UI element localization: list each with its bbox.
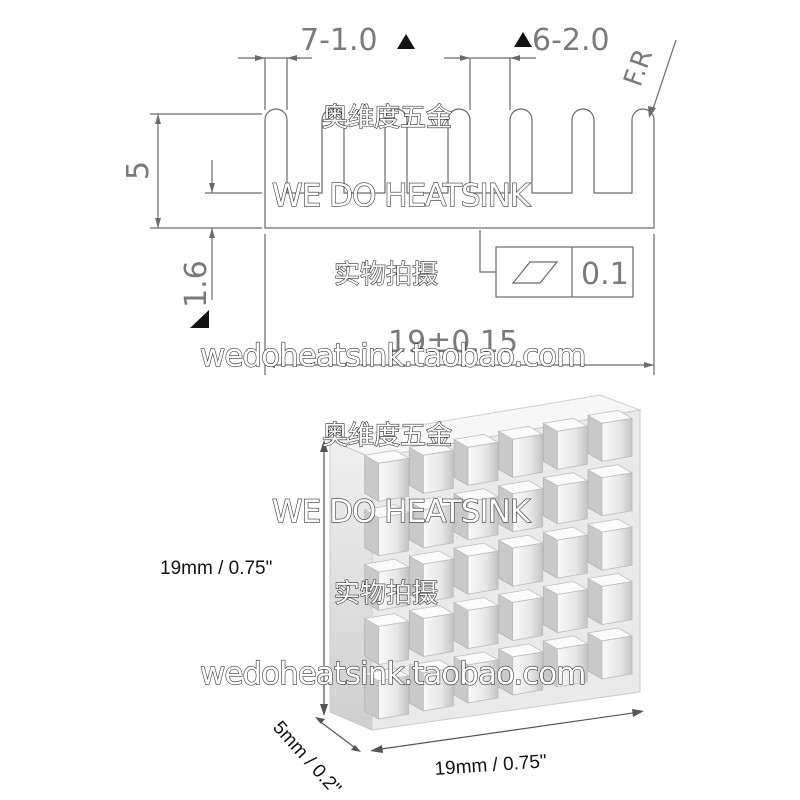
- heatsink-fin: [556, 589, 588, 634]
- heatsink-fin: [467, 496, 499, 541]
- heatsink-fin: [556, 480, 588, 525]
- heatsink-profile: [264, 108, 655, 229]
- heatsink-fin: [556, 643, 588, 688]
- heatsink-fin: [422, 449, 454, 494]
- heatsink-fin: [601, 526, 633, 571]
- heatsink-fin: [512, 651, 544, 696]
- watermark-shop-cn: 奥维度五金: [322, 103, 452, 133]
- heatsink-fin: [512, 597, 544, 642]
- dim-fin-pitch: 6-2.0: [532, 23, 610, 58]
- heatsink-fin: [378, 512, 410, 557]
- heatsink-fin: [467, 550, 499, 595]
- technical-drawing: [150, 39, 677, 375]
- watermark-brand: WE DO HEATSINK: [272, 178, 531, 214]
- heatsink-fin: [378, 457, 410, 502]
- heatsink-fin: [422, 667, 454, 712]
- heatsink-fin: [378, 675, 410, 720]
- heatsink-fin: [556, 534, 588, 579]
- datum-triangle-icon: [397, 34, 415, 49]
- watermark-shop-cn: 奥维度五金: [322, 421, 452, 451]
- heatsink-fin: [422, 613, 454, 658]
- heatsink-fins: [363, 409, 634, 720]
- datum-triangle-icon: [514, 32, 532, 47]
- datum-markers: [190, 32, 532, 328]
- heatsink-fin: [422, 558, 454, 603]
- dim-height: 5: [121, 161, 156, 180]
- watermark-brand: WE DO HEATSINK: [272, 494, 531, 530]
- flatness-frame: [495, 246, 634, 298]
- heatsink-photo: [328, 394, 642, 731]
- dim-fillet: F.R: [618, 45, 659, 90]
- watermark-url: wedoheatsink.taobao.com: [200, 656, 585, 692]
- dim-fin-width: 7-1.0: [300, 23, 378, 58]
- heatsink-fin: [512, 542, 544, 587]
- watermark-real-photo-cn: 实物拍摄: [334, 260, 438, 290]
- heatsink-fin: [467, 441, 499, 486]
- heatsink-fin: [556, 425, 588, 470]
- heatsink-fin: [601, 635, 633, 680]
- flatness-value: 0.1: [581, 257, 629, 292]
- watermarks: 奥维度五金 WE DO HEATSINK 实物拍摄 wedoheatsink.t…: [199, 102, 587, 692]
- dim-base: 1.6: [179, 260, 214, 308]
- heatsink-fin: [601, 417, 633, 462]
- photo-dim-depth: 5mm / 0.2": [268, 717, 345, 799]
- heatsink-fin: [601, 581, 633, 626]
- heatsink-fin: [378, 566, 410, 611]
- heatsink-fin: [422, 504, 454, 549]
- heatsink-fin: [512, 488, 544, 533]
- datum-triangle-icon: [190, 310, 209, 328]
- heatsink-fin: [512, 433, 544, 478]
- watermark-url: wedoheatsink.taobao.com: [200, 338, 585, 374]
- flatness-symbol: [511, 261, 559, 284]
- heatsink-fin: [467, 605, 499, 650]
- photo-dim-width: 19mm / 0.75": [434, 751, 548, 780]
- watermark-real-photo-cn: 实物拍摄: [334, 579, 438, 609]
- heatsink-fin: [601, 472, 633, 517]
- photo-dim-height: 19mm / 0.75": [160, 558, 272, 579]
- heatsink-fin: [378, 621, 410, 666]
- heatsink-fin: [467, 659, 499, 704]
- dim-overall-width: 19±0.15: [388, 325, 518, 360]
